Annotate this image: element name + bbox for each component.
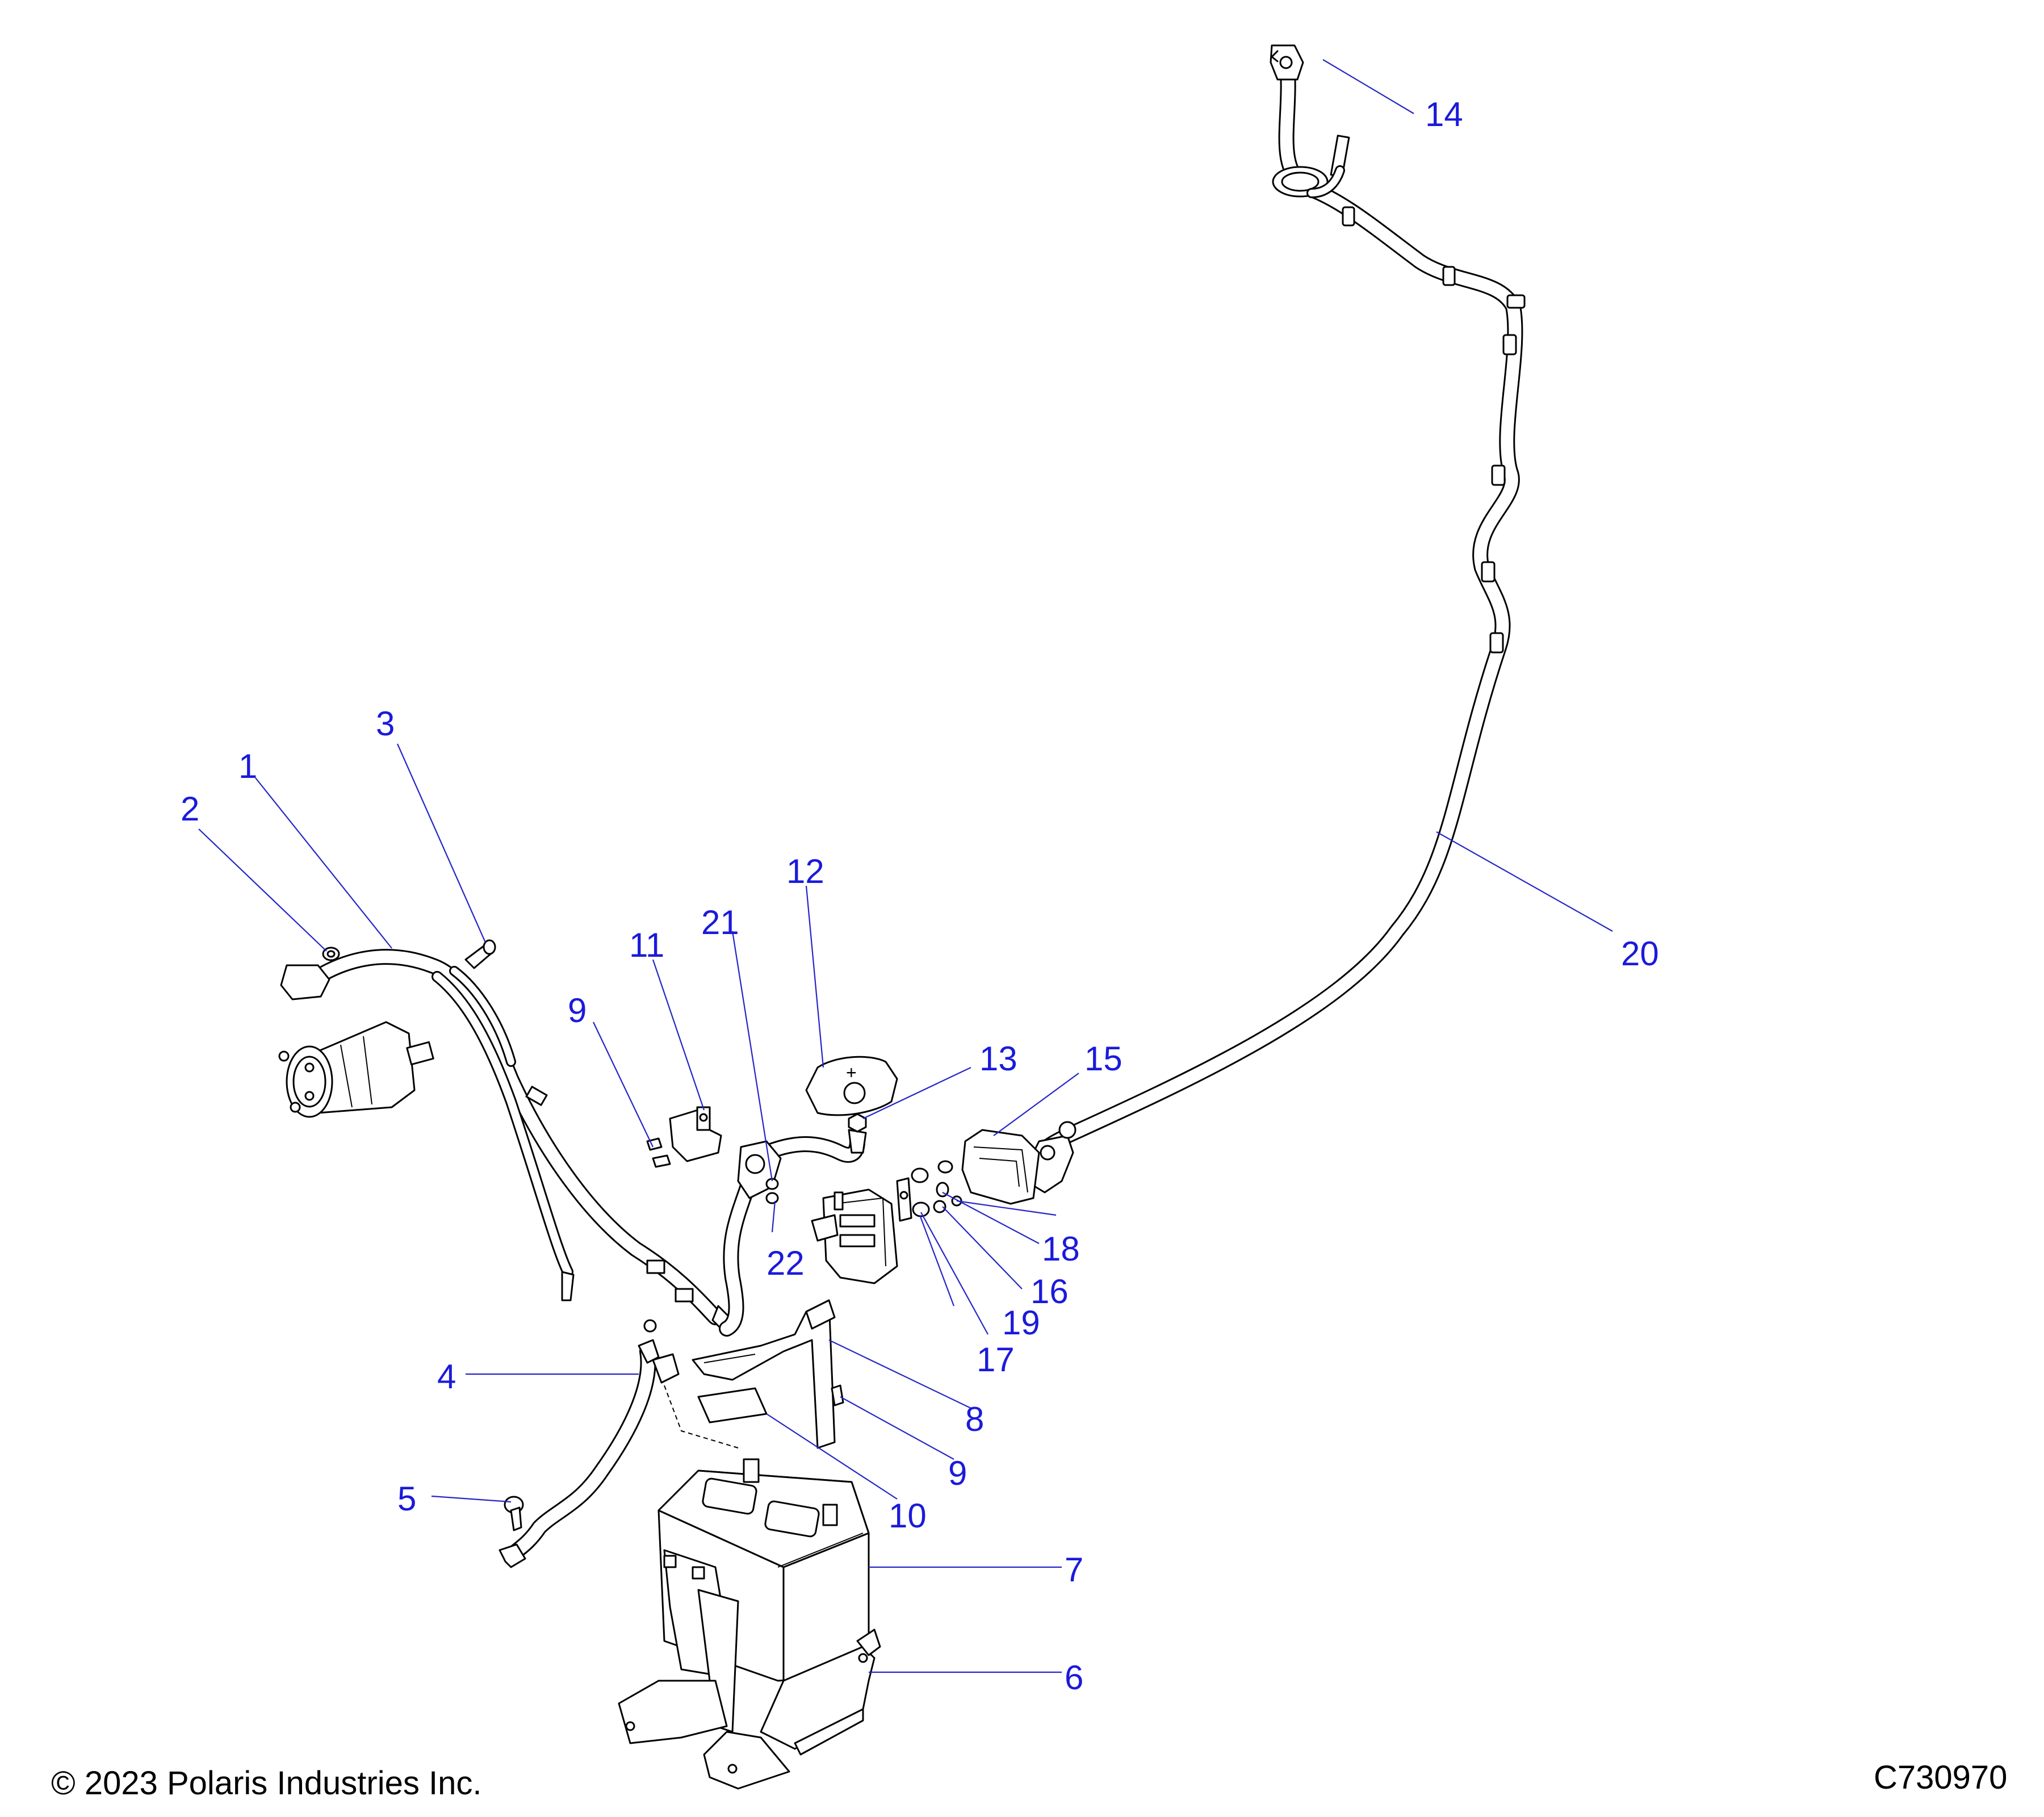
callout-8: 8	[965, 1400, 984, 1438]
callout-20: 20	[1621, 935, 1659, 973]
part-15	[961, 1129, 1040, 1205]
cable-20	[1027, 44, 1526, 1194]
callout-19: 19	[1002, 1304, 1040, 1342]
battery-cap-symbol: +	[846, 1062, 857, 1083]
callout-11: 11	[629, 926, 664, 964]
callout-15: 15	[1084, 1040, 1122, 1078]
callout-5: 5	[397, 1480, 416, 1518]
cable-21	[719, 1129, 867, 1337]
copyright-text: © 2023 Polaris Industries Inc.	[51, 1765, 481, 1802]
part-10	[697, 1387, 768, 1424]
part-13	[848, 1113, 867, 1133]
callout-22: 22	[767, 1244, 805, 1282]
callout-labels: 1 2 3 4 5 6 7 8 9 9 10 11 12 13 14 15 16…	[181, 95, 1659, 1697]
figure-code: C730970	[1874, 1759, 2007, 1796]
callout-10: 10	[889, 1497, 927, 1535]
callout-6: 6	[1065, 1659, 1083, 1697]
callout-2: 2	[181, 790, 199, 828]
callout-4: 4	[437, 1358, 456, 1396]
battery-tray-6	[618, 1549, 881, 1790]
leader-lines	[198, 59, 1613, 1673]
battery-7	[657, 1458, 870, 1682]
part-8	[692, 1299, 844, 1449]
callout-18: 18	[1042, 1230, 1080, 1268]
callout-17: 17	[977, 1341, 1015, 1379]
callout-1: 1	[238, 747, 257, 785]
callout-16: 16	[1031, 1272, 1069, 1311]
callout-9-lower: 9	[948, 1454, 967, 1492]
starter-motor	[278, 1021, 434, 1118]
callout-14: 14	[1425, 95, 1463, 133]
callout-9-upper: 9	[568, 991, 587, 1029]
cable-4	[499, 1319, 739, 1568]
part-12: +	[805, 1056, 898, 1116]
callout-21: 21	[701, 903, 739, 941]
callout-12: 12	[786, 852, 824, 890]
part-11	[646, 1106, 722, 1168]
callout-13: 13	[979, 1040, 1017, 1078]
callout-7: 7	[1065, 1551, 1083, 1589]
cable-1	[280, 939, 731, 1330]
callout-3: 3	[376, 705, 395, 743]
fuse-block	[811, 1188, 898, 1284]
small-hardware	[896, 1160, 962, 1222]
